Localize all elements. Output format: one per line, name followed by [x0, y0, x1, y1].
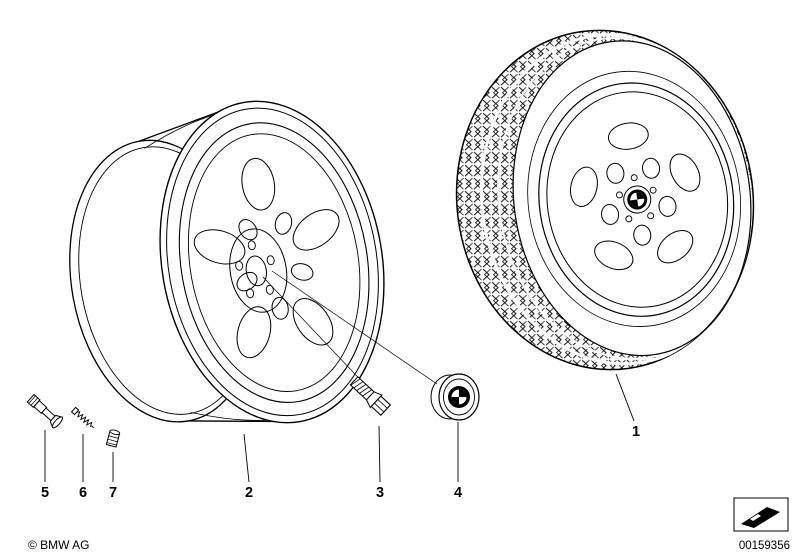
valve-cap-illustration[interactable]: [105, 429, 121, 448]
valve-stem-illustration[interactable]: [26, 393, 64, 429]
leader-line-3: [378, 425, 381, 483]
valve-core-illustration[interactable]: [70, 406, 96, 430]
callout-4-label[interactable]: 4: [454, 485, 462, 501]
callout-1-label[interactable]: 1: [632, 424, 640, 440]
callout-5-label[interactable]: 5: [41, 485, 49, 501]
bmw-roundel-icon: [623, 185, 652, 214]
rim-hub: [229, 228, 288, 313]
callout-6-label[interactable]: 6: [79, 485, 87, 501]
callout-7-label[interactable]: 7: [109, 485, 117, 501]
wheel-with-tire-illustration[interactable]: [429, 5, 785, 397]
callout-2-label[interactable]: 2: [245, 485, 253, 501]
assembly-axis-line-cap: [271, 270, 438, 385]
corner-symbol-box: [733, 497, 789, 532]
rim-spoke-openings: [193, 157, 340, 359]
leader-line-1: [615, 373, 635, 422]
leader-lines: [44, 373, 635, 483]
bmw-roundel-icon: [448, 386, 470, 408]
wheel-bolt-illustration[interactable]: [348, 375, 392, 417]
callout-3-label[interactable]: 3: [376, 485, 384, 501]
wheel-bolt-holes: [615, 174, 657, 223]
wheel-spoke-openings: [570, 122, 701, 271]
leader-line-2: [243, 433, 250, 483]
assembly-axis-line-bolt: [262, 276, 372, 392]
copyright-text: © BMW AG: [28, 538, 90, 552]
hub-cap-illustration[interactable]: [430, 373, 480, 421]
tire-tread-band: [434, 11, 776, 389]
alloy-rim-illustration[interactable]: [45, 83, 409, 456]
direction-flag-icon: [741, 507, 780, 528]
document-number: 00159356: [739, 540, 790, 552]
